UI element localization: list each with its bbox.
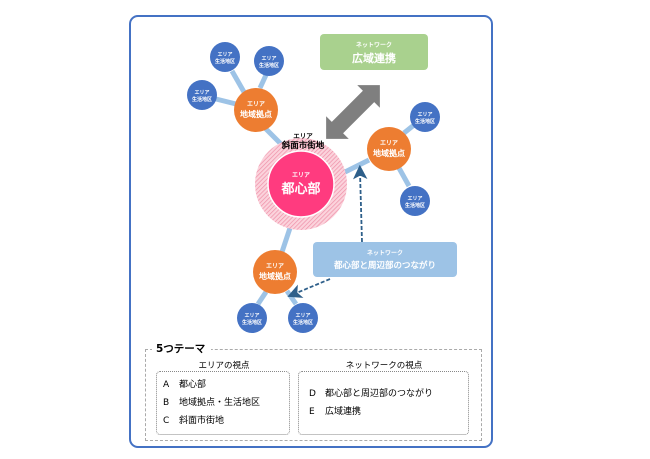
theme-label: 都心部: [179, 380, 207, 390]
living-category: エリア: [295, 313, 310, 319]
living-district-node: エリア 生活地区: [187, 80, 217, 110]
living-label: 生活地区: [242, 319, 262, 326]
slope-area-category: エリア: [293, 132, 313, 140]
link-hub1-living1: [229, 69, 247, 94]
network-wide-category: ネットワーク: [356, 41, 392, 49]
theme-item: A 都心部: [163, 377, 206, 390]
network-perspective-heading: ネットワークの視点: [345, 361, 423, 371]
theme-key: D: [309, 389, 316, 399]
theme-label: 地域拠点・生活地区: [179, 398, 261, 408]
living-district-node: エリア 生活地区: [288, 303, 318, 333]
network-perspective-box: D 都心部と周辺部のつながり E 広域連携: [298, 371, 469, 435]
theme-item: E 広域連携: [309, 404, 361, 417]
hub-label: 地域拠点: [259, 271, 291, 281]
living-district-node: エリア 生活地区: [254, 46, 284, 76]
living-district-node: エリア 生活地区: [410, 102, 440, 132]
themes-title: 5つテーマ: [152, 341, 212, 356]
theme-key: B: [163, 398, 170, 408]
hub-node: エリア 地域拠点: [253, 250, 297, 294]
hub-label: 地域拠点: [373, 148, 405, 158]
theme-label: 斜面市街地: [179, 416, 225, 426]
theme-key: C: [163, 416, 170, 426]
core-category: エリア: [292, 172, 310, 179]
dashed-arrow-to-hub3: [287, 278, 331, 298]
living-district-node: エリア 生活地区: [400, 186, 430, 216]
network-core-label: 都心部と周辺部のつながり: [333, 260, 436, 271]
hub-category: エリア: [247, 101, 265, 108]
living-label: 生活地区: [293, 319, 313, 326]
living-category: エリア: [417, 112, 432, 118]
living-category: エリア: [261, 56, 276, 62]
link-core-hub3: [279, 227, 293, 253]
hub-category: エリア: [380, 140, 398, 147]
link-hub2-living5: [396, 166, 412, 188]
link-hub2-living4: [402, 123, 416, 135]
core-circle: [267, 150, 335, 218]
link-core-hub2: [343, 157, 371, 175]
living-label: 生活地区: [259, 62, 279, 69]
slope-area-name: 斜面市街地: [281, 140, 325, 151]
wide-link-double-arrow-icon: [326, 85, 380, 139]
theme-item: B 地域拠点・生活地区: [163, 395, 260, 408]
core-node: エリア 都心部: [255, 138, 347, 230]
theme-key: A: [163, 380, 170, 390]
living-category: エリア: [407, 196, 422, 202]
link-hub3-living6: [255, 290, 269, 306]
core-label: 都心部: [280, 181, 320, 197]
slope-area-label: エリア 斜面市街地: [281, 132, 325, 151]
network-wide-box: ネットワーク 広域連携: [320, 34, 428, 70]
hub-category: エリア: [266, 263, 284, 270]
network-wide-label: 広域連携: [352, 51, 396, 65]
theme-label: 広域連携: [325, 407, 362, 417]
theme-item: C 斜面市街地: [163, 413, 224, 426]
area-perspective-box: A 都心部 B 地域拠点・生活地区 C 斜面市街地: [156, 371, 290, 435]
living-label: 生活地区: [415, 118, 435, 125]
living-district-node: エリア 生活地区: [210, 42, 240, 72]
links: [215, 69, 416, 306]
living-category: エリア: [244, 313, 259, 319]
theme-label: 都心部と周辺部のつながり: [325, 389, 434, 399]
link-hub1-living2: [257, 73, 269, 90]
theme-item: D 都心部と周辺部のつながり: [309, 386, 433, 399]
area-perspective-heading: エリアの視点: [198, 361, 250, 371]
hub-node: エリア 地域拠点: [234, 88, 278, 132]
living-category: エリア: [217, 52, 232, 58]
network-core-box: ネットワーク 都心部と周辺部のつながり: [313, 242, 457, 277]
link-core-hub1: [263, 126, 283, 146]
living-label: 生活地区: [405, 202, 425, 209]
living-category: エリア: [194, 90, 209, 96]
hub-label: 地域拠点: [240, 109, 272, 119]
living-label: 生活地区: [215, 58, 235, 65]
theme-key: E: [309, 407, 315, 417]
themes-panel: 5つテーマ エリアの視点 A 都心部 B 地域拠点・生活地区 C 斜面市街地 ネットワ…: [145, 341, 482, 441]
living-district-node: エリア 生活地区: [237, 303, 267, 333]
diagram-frame: [129, 15, 493, 448]
network-core-category: ネットワーク: [367, 249, 403, 257]
dashed-arrow-to-hub2: [353, 164, 368, 243]
hub-node: エリア 地域拠点: [367, 127, 411, 171]
link-hub1-living3: [215, 96, 237, 107]
living-label: 生活地区: [192, 96, 212, 103]
